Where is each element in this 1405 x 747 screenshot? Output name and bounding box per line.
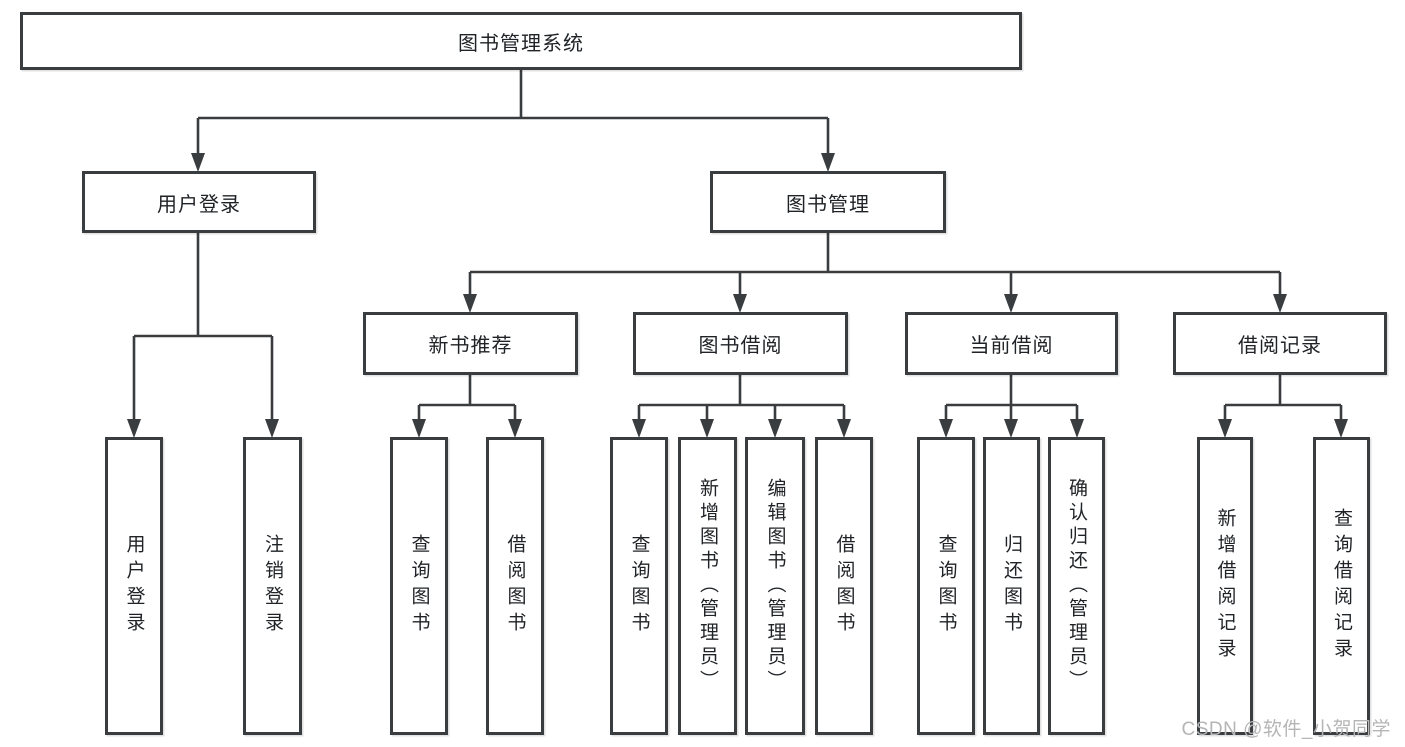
node-borrow-records: 借阅记录 [1173, 312, 1387, 375]
node-book-borrowing: 图书借阅 [633, 312, 848, 375]
leaf-label: 编辑图书（管理员） [764, 478, 786, 694]
node-book-management: 图书管理 [710, 171, 946, 233]
leaf-add-borrow-record: 新增借阅记录 [1197, 437, 1253, 735]
leaf-newbook-borrow-books: 借阅图书 [486, 437, 544, 735]
node-label: 图书管理 [786, 193, 870, 216]
leaf-label: 新增借阅记录 [1214, 508, 1236, 664]
leaf-current-query-books: 查询图书 [917, 437, 975, 735]
node-label: 当前借阅 [969, 335, 1054, 357]
leaf-label: 查询图书 [935, 534, 957, 638]
node-label: 图书借阅 [698, 335, 783, 357]
arrowheads [127, 153, 1348, 438]
node-root-library-system: 图书管理系统 [20, 12, 1022, 70]
node-label: 借阅记录 [1238, 335, 1322, 357]
csdn-watermark: CSDN @软件_小贺同学 [1181, 719, 1391, 740]
leaf-label: 借阅图书 [833, 534, 855, 638]
node-new-book-recommend: 新书推荐 [363, 312, 578, 375]
leaf-label: 归还图书 [1001, 534, 1022, 638]
leaf-edit-books-admin: 编辑图书（管理员） [745, 437, 805, 735]
leaf-newbook-query-books: 查询图书 [390, 437, 448, 735]
node-label: 新书推荐 [428, 335, 513, 357]
leaf-borrow-books: 借阅图书 [815, 437, 873, 735]
leaf-label: 借阅图书 [504, 534, 526, 638]
leaf-label: 查询图书 [408, 534, 430, 638]
leaf-label: 确认归还（管理员） [1066, 478, 1087, 694]
leaf-label: 查询图书 [628, 534, 650, 638]
leaf-borrow-query-books: 查询图书 [610, 437, 668, 735]
leaf-query-borrow-record: 查询借阅记录 [1313, 437, 1370, 735]
leaf-label: 新增图书（管理员） [697, 478, 718, 694]
node-current-borrowing: 当前借阅 [905, 312, 1118, 375]
leaf-label: 查询借阅记录 [1331, 508, 1352, 664]
leaf-confirm-return-admin: 确认归还（管理员） [1048, 437, 1105, 735]
leaf-label: 用户登录 [123, 534, 145, 638]
leaf-logout: 注销登录 [243, 437, 302, 735]
leaf-label: 注销登录 [262, 534, 283, 638]
tree-edges [132, 70, 1343, 434]
leaf-add-books-admin: 新增图书（管理员） [678, 437, 737, 735]
node-user-login: 用户登录 [82, 171, 316, 233]
leaf-user-login: 用户登录 [105, 437, 163, 735]
node-label: 用户登录 [157, 193, 241, 216]
node-label: 图书管理系统 [458, 32, 584, 55]
leaf-return-books: 归还图书 [983, 437, 1040, 735]
